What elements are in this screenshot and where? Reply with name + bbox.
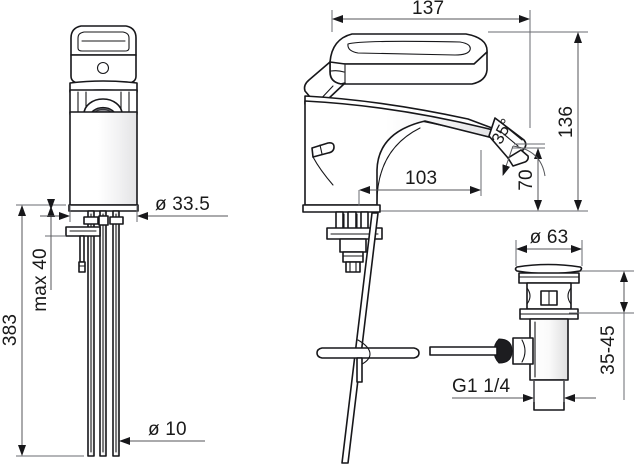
front-view-geometry: [65, 25, 139, 457]
dim-total-height: 383: [0, 314, 21, 346]
dim-overall-length: 137: [412, 0, 444, 19]
dim-body-diameter: ø 33.5: [155, 194, 210, 215]
dim-spout-height: 70: [516, 169, 537, 191]
waste-detail-dimensions: ø 63 35-45 G1 1/4: [452, 227, 634, 402]
side-view-geometry: [302, 33, 529, 464]
dim-thread: G1 1/4: [452, 376, 510, 397]
indicator-dot: [96, 61, 110, 75]
dim-overall-height: 136: [556, 106, 577, 138]
dim-max-thickness: max 40: [30, 248, 51, 312]
front-view-dimensions: 383 max 40 ø 33.5 ø 10: [0, 194, 228, 457]
dim-adjust-range: 35-45: [598, 325, 619, 375]
waste-detail-geometry: [429, 263, 583, 411]
dim-tube-diameter: ø 10: [148, 419, 187, 440]
dim-spout-reach: 103: [405, 168, 437, 189]
pull-rod: [341, 212, 379, 464]
dim-flange-diameter: ø 63: [530, 227, 569, 248]
side-view-dimensions: 137 136 70 103 35°: [331, 0, 588, 212]
